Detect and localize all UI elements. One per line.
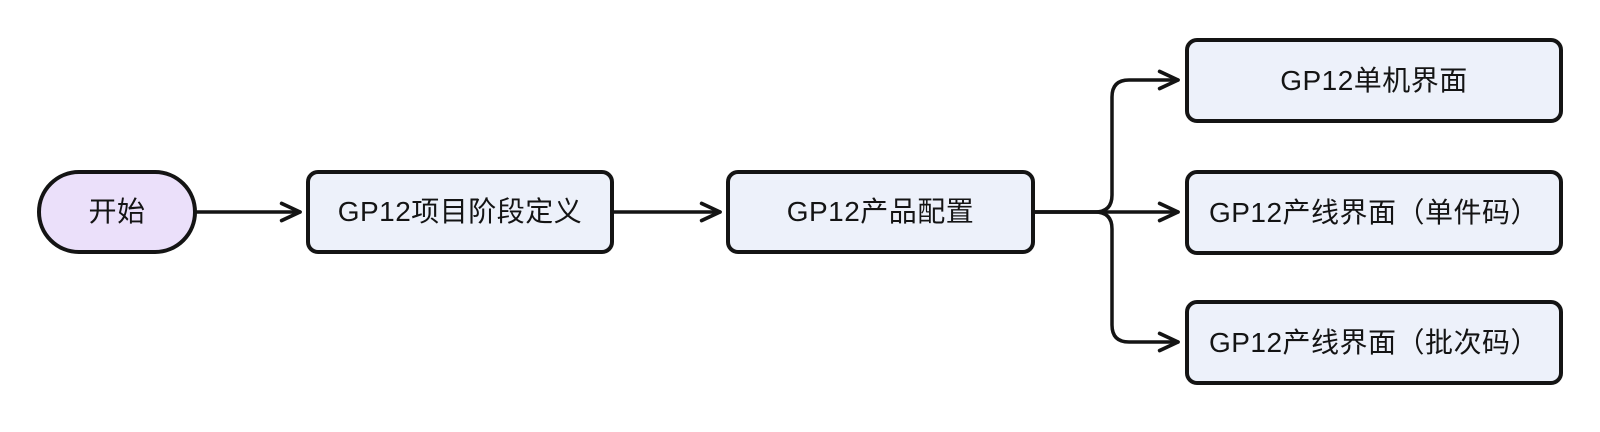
node-product-config: GP12产品配置 <box>726 170 1035 254</box>
edge-config-to-line-batch <box>1033 210 1180 353</box>
node-line-ui-unit-code-label: GP12产线界面（单件码） <box>1208 196 1540 228</box>
node-line-ui-unit-code: GP12产线界面（单件码） <box>1185 170 1563 255</box>
node-line-ui-batch-code: GP12产线界面（批次码） <box>1185 300 1563 385</box>
node-start: 开始 <box>37 170 197 254</box>
node-product-config-label: GP12产品配置 <box>786 196 975 228</box>
node-single-machine-ui: GP12单机界面 <box>1185 38 1563 123</box>
node-stage-definition-label: GP12项目阶段定义 <box>337 196 583 228</box>
node-stage-definition: GP12项目阶段定义 <box>306 170 614 254</box>
node-single-machine-ui-label: GP12单机界面 <box>1280 64 1468 96</box>
node-line-ui-batch-code-label: GP12产线界面（批次码） <box>1208 326 1540 358</box>
node-start-label: 开始 <box>88 196 146 228</box>
edge-config-to-single-machine <box>1033 69 1180 214</box>
